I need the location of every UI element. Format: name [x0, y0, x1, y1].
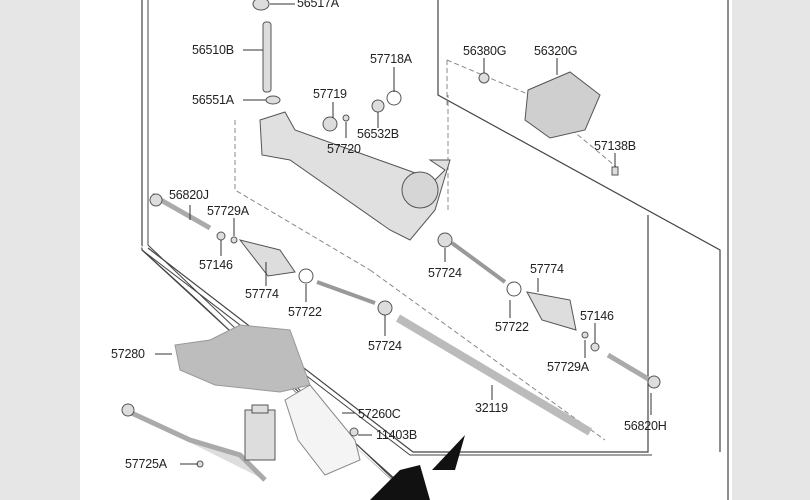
part-label: 57722	[495, 320, 529, 334]
part-label: 56320G	[534, 44, 578, 58]
part-label: 57720	[327, 142, 361, 156]
part-label: 56532B	[357, 127, 399, 141]
part-label: 56517A	[297, 0, 339, 10]
shield-part	[174, 324, 311, 393]
part-label: 32119	[475, 401, 508, 415]
part-label: 57718A	[370, 52, 412, 66]
part-label: 57138B	[594, 139, 636, 153]
frame-inner-left	[147, 0, 416, 500]
parts-diagram: 56517A 56510B 56551A 57719 57718A 56532B…	[80, 0, 732, 500]
part-label: 57719	[313, 87, 347, 101]
part-label: 56551A	[192, 93, 234, 107]
part-label: 57729A	[207, 204, 249, 218]
part-label: 57280	[111, 347, 145, 361]
part-label: 57774	[530, 262, 564, 276]
part-label: 57729A	[547, 360, 589, 374]
part-label: 57725A	[125, 457, 167, 471]
dark-component	[370, 465, 430, 500]
part-label: 56380G	[463, 44, 507, 58]
part-label: 56820J	[169, 188, 209, 202]
part-label: 57724	[368, 339, 402, 353]
part-label: 56820H	[624, 419, 667, 433]
part-label: 57260C	[358, 407, 401, 421]
part-label: 11403B	[376, 428, 417, 442]
part-label: 57146	[199, 258, 233, 272]
part-label: 56510B	[192, 43, 234, 57]
diagram-drawing	[121, 0, 729, 500]
frame-motor	[437, 0, 721, 452]
part-label: 57146	[580, 309, 614, 323]
part-label: 57724	[428, 266, 462, 280]
part-label: 57774	[245, 287, 279, 301]
part-label: 57722	[288, 305, 322, 319]
